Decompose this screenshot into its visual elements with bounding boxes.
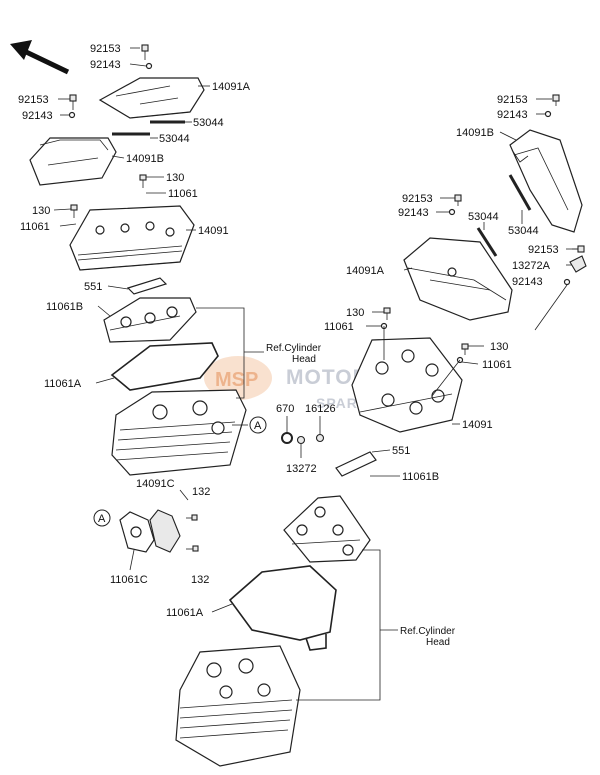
label-14091C: 14091C [136,478,175,490]
cylinder-head-left [111,389,247,476]
bolt-92153-left-top [141,44,149,60]
label-132: 132 [191,574,209,586]
rocker-bracket-11061B-right [283,495,371,563]
label-11061C: 11061C [110,574,148,586]
svg-text:A: A [254,420,262,432]
ref-cylinder-head-left-line2: Head [292,354,316,365]
gasket-11061A-left [110,342,219,391]
leader-lines [53,47,578,613]
bolt-92153-left [69,94,77,110]
gasket-11061A-right [228,565,337,651]
rocker-bracket-11061B-left [103,297,197,343]
cover-14091C [149,509,181,553]
callout-a-lower: A [93,509,111,527]
watermark-logo-icon [204,356,272,400]
bolt-130-right-b [461,343,469,355]
ref-cylinder-head-right: Ref.Cylinder [400,626,456,637]
head-cover-14091-left [69,205,195,271]
bolt-130-left-b [70,204,78,218]
label-13272: 13272 [286,463,317,475]
label-130: 130 [346,307,364,319]
label-551: 551 [84,281,102,293]
washer-92143-right-top [544,110,552,118]
label-92143: 92143 [497,109,528,121]
label-130: 130 [490,341,508,353]
label-551: 551 [392,445,410,457]
gasket-551-left [126,277,168,295]
part-labels: 92153 92143 14091A 92153 92143 53044 530… [18,43,559,648]
watermark-logo: MSP [215,369,258,391]
label-11061A: 11061A [166,607,204,619]
part-13272A [569,255,587,273]
label-92143: 92143 [398,207,429,219]
label-130: 130 [32,205,50,217]
bolt-132-a [186,514,198,521]
o-ring-670 [281,432,293,444]
label-11061: 11061 [482,359,512,371]
label-11061B: 11061B [46,301,83,313]
ref-cylinder-head-right-line2: Head [426,637,450,648]
gasket-11061C [119,511,155,553]
ref-bracket-right [296,549,381,701]
label-14091: 14091 [198,225,229,237]
leader-92143-right-side [534,284,568,331]
label-13272A: 13272A [512,260,551,272]
bolt-132-b [186,545,199,552]
label-92143: 92143 [90,59,121,71]
label-53044: 53044 [508,225,539,237]
label-92143: 92143 [512,276,543,288]
part-16126 [315,433,325,443]
label-670: 670 [276,403,294,415]
washer-92143-left-top [145,62,153,70]
cover-14091A-left [98,77,205,119]
label-92153: 92153 [402,193,433,205]
label-11061B: 11061B [402,471,439,483]
bolt-92153-right-top [552,94,560,106]
pin-53044-right [476,227,498,257]
label-11061: 11061 [168,188,198,200]
label-92143: 92143 [22,110,53,122]
ref-cylinder-head-left: Ref.Cylinder [266,343,322,354]
callout-a-left: A [249,416,267,434]
label-53044: 53044 [468,211,499,223]
label-92153: 92153 [18,94,49,106]
svg-text:A: A [98,513,106,525]
bolt-130-left-a [139,174,147,188]
ref-bracket-left [196,307,245,399]
pin-53044-right-upper [508,174,532,211]
label-130: 130 [166,172,184,184]
washer-92143-right-mid [448,208,456,216]
label-14091A: 14091A [212,81,251,93]
cover-14091B-left [29,137,117,186]
label-11061: 11061 [20,221,50,233]
bolt-130-right-a [383,307,391,320]
washer-92143-left [68,111,76,119]
cylinder-head-right [175,645,301,767]
part-13272 [296,435,306,445]
gasket-551-right [335,451,377,477]
label-53044: 53044 [159,133,190,145]
washer-92143-right-side [563,278,571,286]
label-14091B: 14091B [456,127,494,139]
cover-14091B-right [509,129,583,233]
front-direction-arrow-icon [10,40,70,75]
label-53044: 53044 [193,117,224,129]
label-11061: 11061 [324,321,354,333]
head-cover-14091-right [351,337,463,433]
label-16126: 16126 [305,403,336,415]
label-92153: 92153 [528,244,559,256]
label-14091B: 14091B [126,153,164,165]
label-132: 132 [192,486,210,498]
label-14091: 14091 [462,419,493,431]
cover-14091A-right [403,237,513,321]
label-11061A: 11061A [44,378,82,390]
label-92153: 92153 [497,94,528,106]
bolt-92153-right-mid [454,194,462,206]
label-14091A: 14091A [346,265,385,277]
label-92153: 92153 [90,43,121,55]
